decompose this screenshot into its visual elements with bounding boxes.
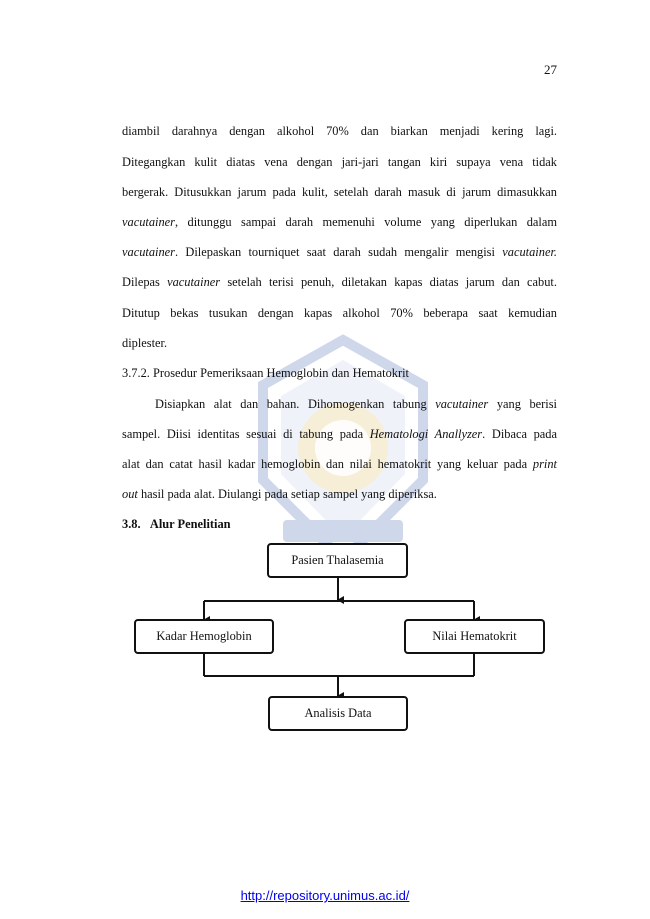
subsection-heading: 3.7.2. Prosedur Pemeriksaan Hemoglobin d…	[122, 366, 409, 380]
flow-box-kadar-hemoglobin: Kadar Hemoglobin	[134, 619, 274, 654]
paragraph-line: diambil darahnya dengan alkohol 70% dan …	[122, 124, 557, 138]
paragraph-line: alat dan catat hasil kadar hemoglobin da…	[122, 457, 557, 471]
paragraph-line: bergerak. Ditusukkan jarum pada kulit, s…	[122, 185, 557, 199]
paragraph-line: vacutainer, ditunggu sampai darah memenu…	[122, 215, 557, 229]
paragraph-line: Disiapkan alat dan bahan. Dihomogenkan t…	[155, 397, 557, 411]
paragraph-line: out hasil pada alat. Diulangi pada setia…	[122, 487, 437, 501]
paragraph-line: vacutainer. Dilepaskan tourniquet saat d…	[122, 245, 557, 259]
paragraph-line: Ditegangkan kulit diatas vena dengan jar…	[122, 155, 557, 169]
paragraph-line: Dilepas vacutainer setelah terisi penuh,…	[122, 275, 557, 289]
paragraph-line: sampel. Diisi identitas sesuai di tabung…	[122, 427, 557, 441]
paragraph-line: diplester.	[122, 336, 168, 350]
page-number: 27	[544, 62, 557, 77]
flow-box-analisis-data: Analisis Data	[268, 696, 408, 731]
university-seal-watermark	[258, 334, 428, 568]
flow-box-pasien-thalasemia: Pasien Thalasemia	[267, 543, 408, 578]
flow-box-nilai-hematokrit: Nilai Hematokrit	[404, 619, 545, 654]
paragraph-line: Ditutup bekas tusukan dengan kapas alkoh…	[122, 306, 557, 320]
repository-link[interactable]: http://repository.unimus.ac.id/	[240, 888, 410, 903]
section-heading: 3.8. Alur Penelitian	[122, 517, 231, 531]
